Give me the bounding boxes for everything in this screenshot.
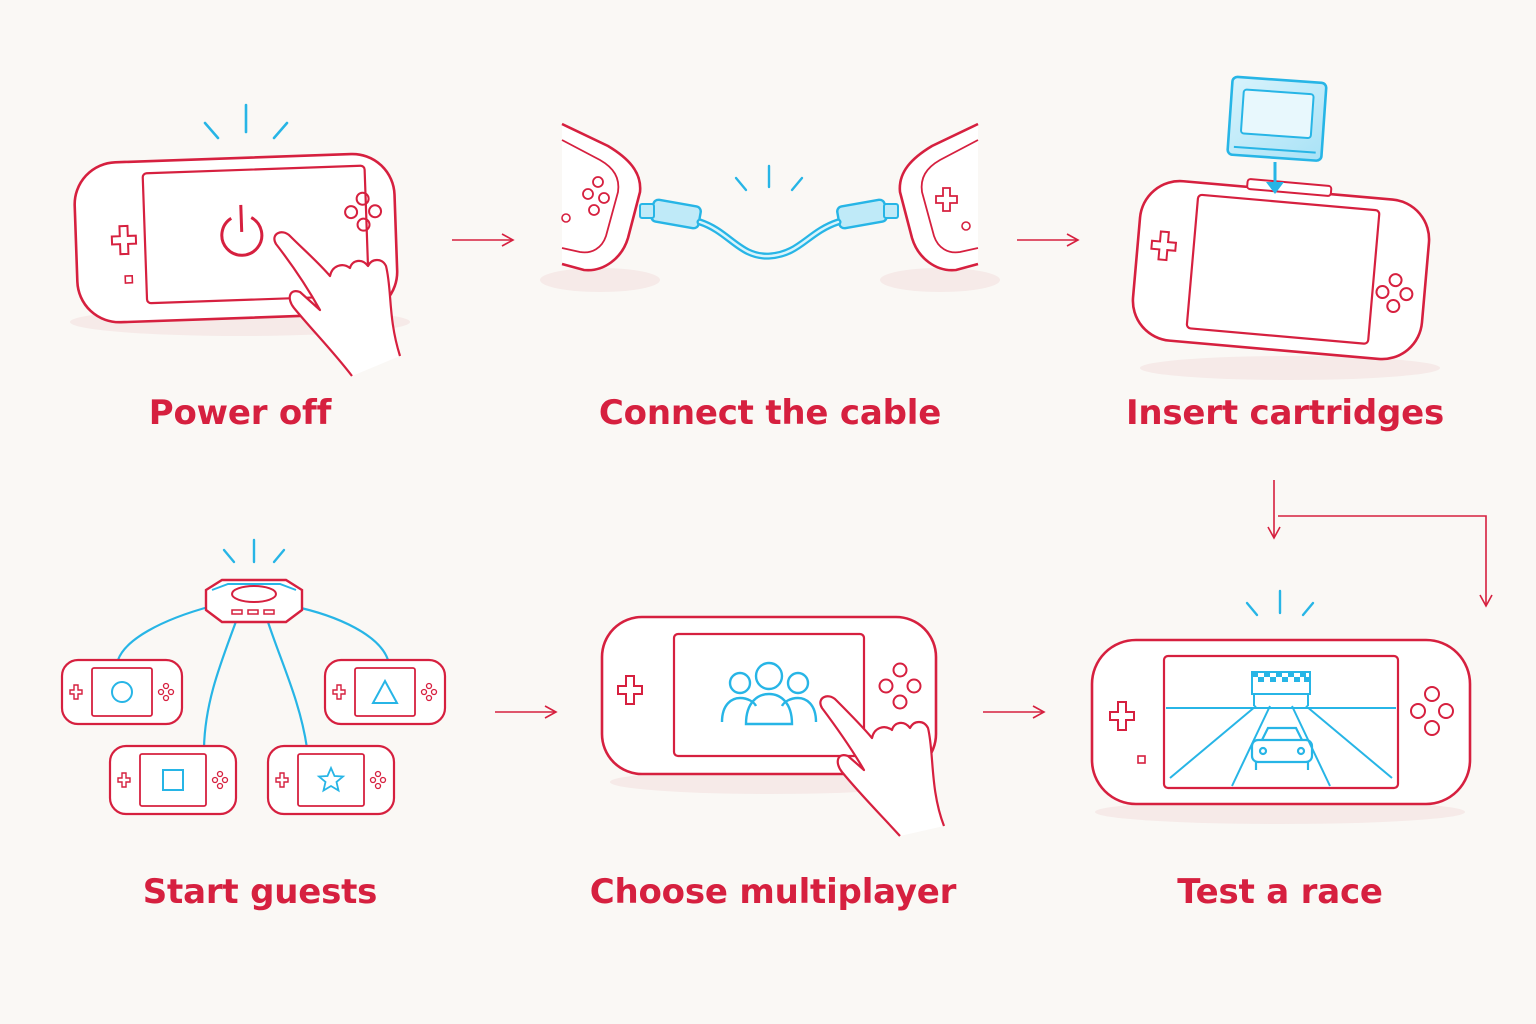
wireless-hub-icon	[204, 578, 304, 624]
race-signal-lines	[1245, 589, 1315, 617]
guest-device-star	[266, 744, 396, 816]
step-label-choose-multiplayer: Choose multiplayer	[589, 872, 957, 912]
step-1-illustration	[70, 103, 410, 377]
step-label-test-race: Test a race	[1177, 872, 1383, 912]
arrow-step3-loop	[1278, 515, 1493, 608]
hub-signal-lines	[222, 538, 286, 564]
hand-pointer-icon	[273, 231, 402, 377]
power-button-icon	[220, 204, 264, 257]
insert-arrow-icon	[1266, 162, 1284, 194]
guest-device-square	[108, 744, 238, 816]
step-label-start-guests: Start guests	[142, 872, 378, 912]
cartridge-icon	[1226, 75, 1328, 162]
step-4-illustration	[60, 538, 447, 816]
step-5-illustration	[600, 615, 946, 837]
group-icon	[720, 661, 818, 726]
race-car-icon	[1250, 726, 1314, 770]
step-2-illustration	[540, 122, 1000, 292]
guest-link-lines	[116, 604, 390, 749]
step-6-illustration	[1090, 589, 1472, 824]
step-label-connect-cable: Connect the cable	[598, 393, 942, 433]
step-label-power-off: Power off	[148, 393, 332, 433]
link-cable-icon	[639, 198, 899, 260]
power-signal-lines	[203, 103, 289, 140]
hand-pointer-icon	[819, 695, 946, 837]
guest-device-triangle	[323, 658, 447, 726]
flow-arrows	[452, 233, 1493, 719]
step-3-illustration	[1131, 75, 1440, 380]
cable-signal-lines	[734, 164, 804, 192]
step-label-insert-cartridges: Insert cartridges	[1125, 393, 1445, 433]
guest-device-circle	[60, 658, 184, 726]
finish-line-flag-icon	[1251, 671, 1311, 706]
